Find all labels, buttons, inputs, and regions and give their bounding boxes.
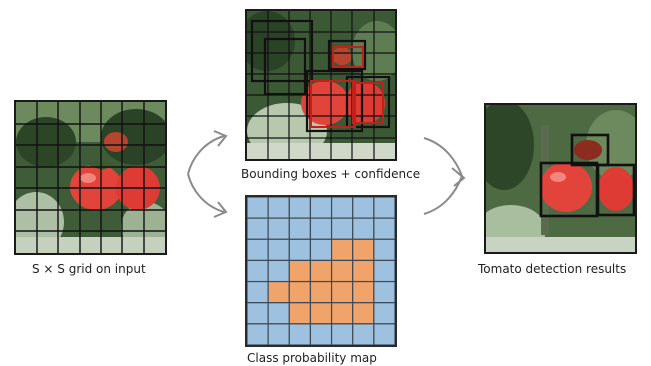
tomato-1 <box>301 81 349 125</box>
detection-box-3 <box>596 163 635 217</box>
results-caption: Tomato detection results <box>478 262 627 276</box>
probability-cell-background <box>288 323 312 345</box>
probability-cell-tomato <box>309 302 333 325</box>
probability-cell-background <box>309 197 333 219</box>
probability-cell-tomato <box>288 302 312 325</box>
probability-cell-background <box>373 197 395 219</box>
input-grid-panel <box>14 100 167 255</box>
detection-boxes <box>539 133 635 218</box>
input-grid-lines <box>16 102 165 253</box>
bounding-boxes-panel <box>245 9 397 161</box>
detection-box-1 <box>570 133 610 167</box>
split-arrow-icon <box>187 130 228 218</box>
probability-cell-tomato <box>330 302 354 325</box>
probability-cell-background <box>352 323 375 345</box>
probability-cell-tomato <box>309 259 333 283</box>
tomato-2 <box>598 167 634 211</box>
detection-results-panel <box>484 103 637 254</box>
boxes-caption: Bounding boxes + confidence <box>241 167 421 181</box>
probability-cell-background <box>373 217 395 240</box>
probability-cell-background <box>309 323 333 345</box>
probability-cell-tomato <box>330 259 354 283</box>
probability-map-grid <box>247 197 395 345</box>
probability-cell-background <box>373 323 395 345</box>
probability-cell-background <box>373 302 395 325</box>
probability-map-panel <box>245 195 397 347</box>
probability-cell-tomato <box>352 238 375 262</box>
probability-cell-background <box>373 259 395 283</box>
probability-cell-background <box>352 217 375 240</box>
probability-cell-background <box>247 217 269 240</box>
probability-cell-tomato <box>352 259 375 283</box>
probmap-caption: Class probability map <box>247 351 377 365</box>
probability-cell-background <box>373 280 395 304</box>
probability-cell-tomato <box>330 238 354 262</box>
probability-cell-background <box>330 323 354 345</box>
confident-boxes <box>310 46 384 128</box>
probability-cell-background <box>247 323 269 345</box>
merge-arrow-icon <box>423 137 466 215</box>
probability-cell-tomato <box>352 280 375 304</box>
probability-cell-background <box>247 302 269 325</box>
tomato-2 <box>345 82 385 124</box>
probability-cell-tomato <box>309 280 333 304</box>
probability-cell-tomato <box>267 280 290 304</box>
detection-results-photo <box>486 105 635 252</box>
probability-cell-background <box>247 259 269 283</box>
probability-cell-background <box>267 323 290 345</box>
probability-cell-background <box>309 217 333 240</box>
probability-cell-background <box>352 197 375 219</box>
probability-cell-background <box>267 197 290 219</box>
probability-cell-tomato <box>288 280 312 304</box>
probability-cell-background <box>309 238 333 262</box>
probability-cell-background <box>247 197 269 219</box>
probability-cell-tomato <box>288 259 312 283</box>
probability-cell-background <box>267 238 290 262</box>
input-caption: S × S grid on input <box>32 262 146 276</box>
probability-cell-background <box>247 238 269 262</box>
probability-cell-background <box>288 217 312 240</box>
probability-cell-background <box>288 197 312 219</box>
probability-cell-background <box>247 280 269 304</box>
tomato-1 <box>540 162 592 212</box>
probability-cell-background <box>330 197 354 219</box>
probability-cell-tomato <box>352 302 375 325</box>
probability-cell-background <box>373 238 395 262</box>
probability-cell-background <box>267 302 290 325</box>
bounding-boxes-photo <box>247 11 395 159</box>
input-photo <box>16 102 165 253</box>
probability-cell-tomato <box>330 280 354 304</box>
tomato-1 <box>70 164 122 210</box>
candidate-boxes <box>250 19 391 133</box>
probability-cell-background <box>267 259 290 283</box>
probability-cell-background <box>330 217 354 240</box>
probability-cell-background <box>267 217 290 240</box>
probability-cell-background <box>288 238 312 262</box>
